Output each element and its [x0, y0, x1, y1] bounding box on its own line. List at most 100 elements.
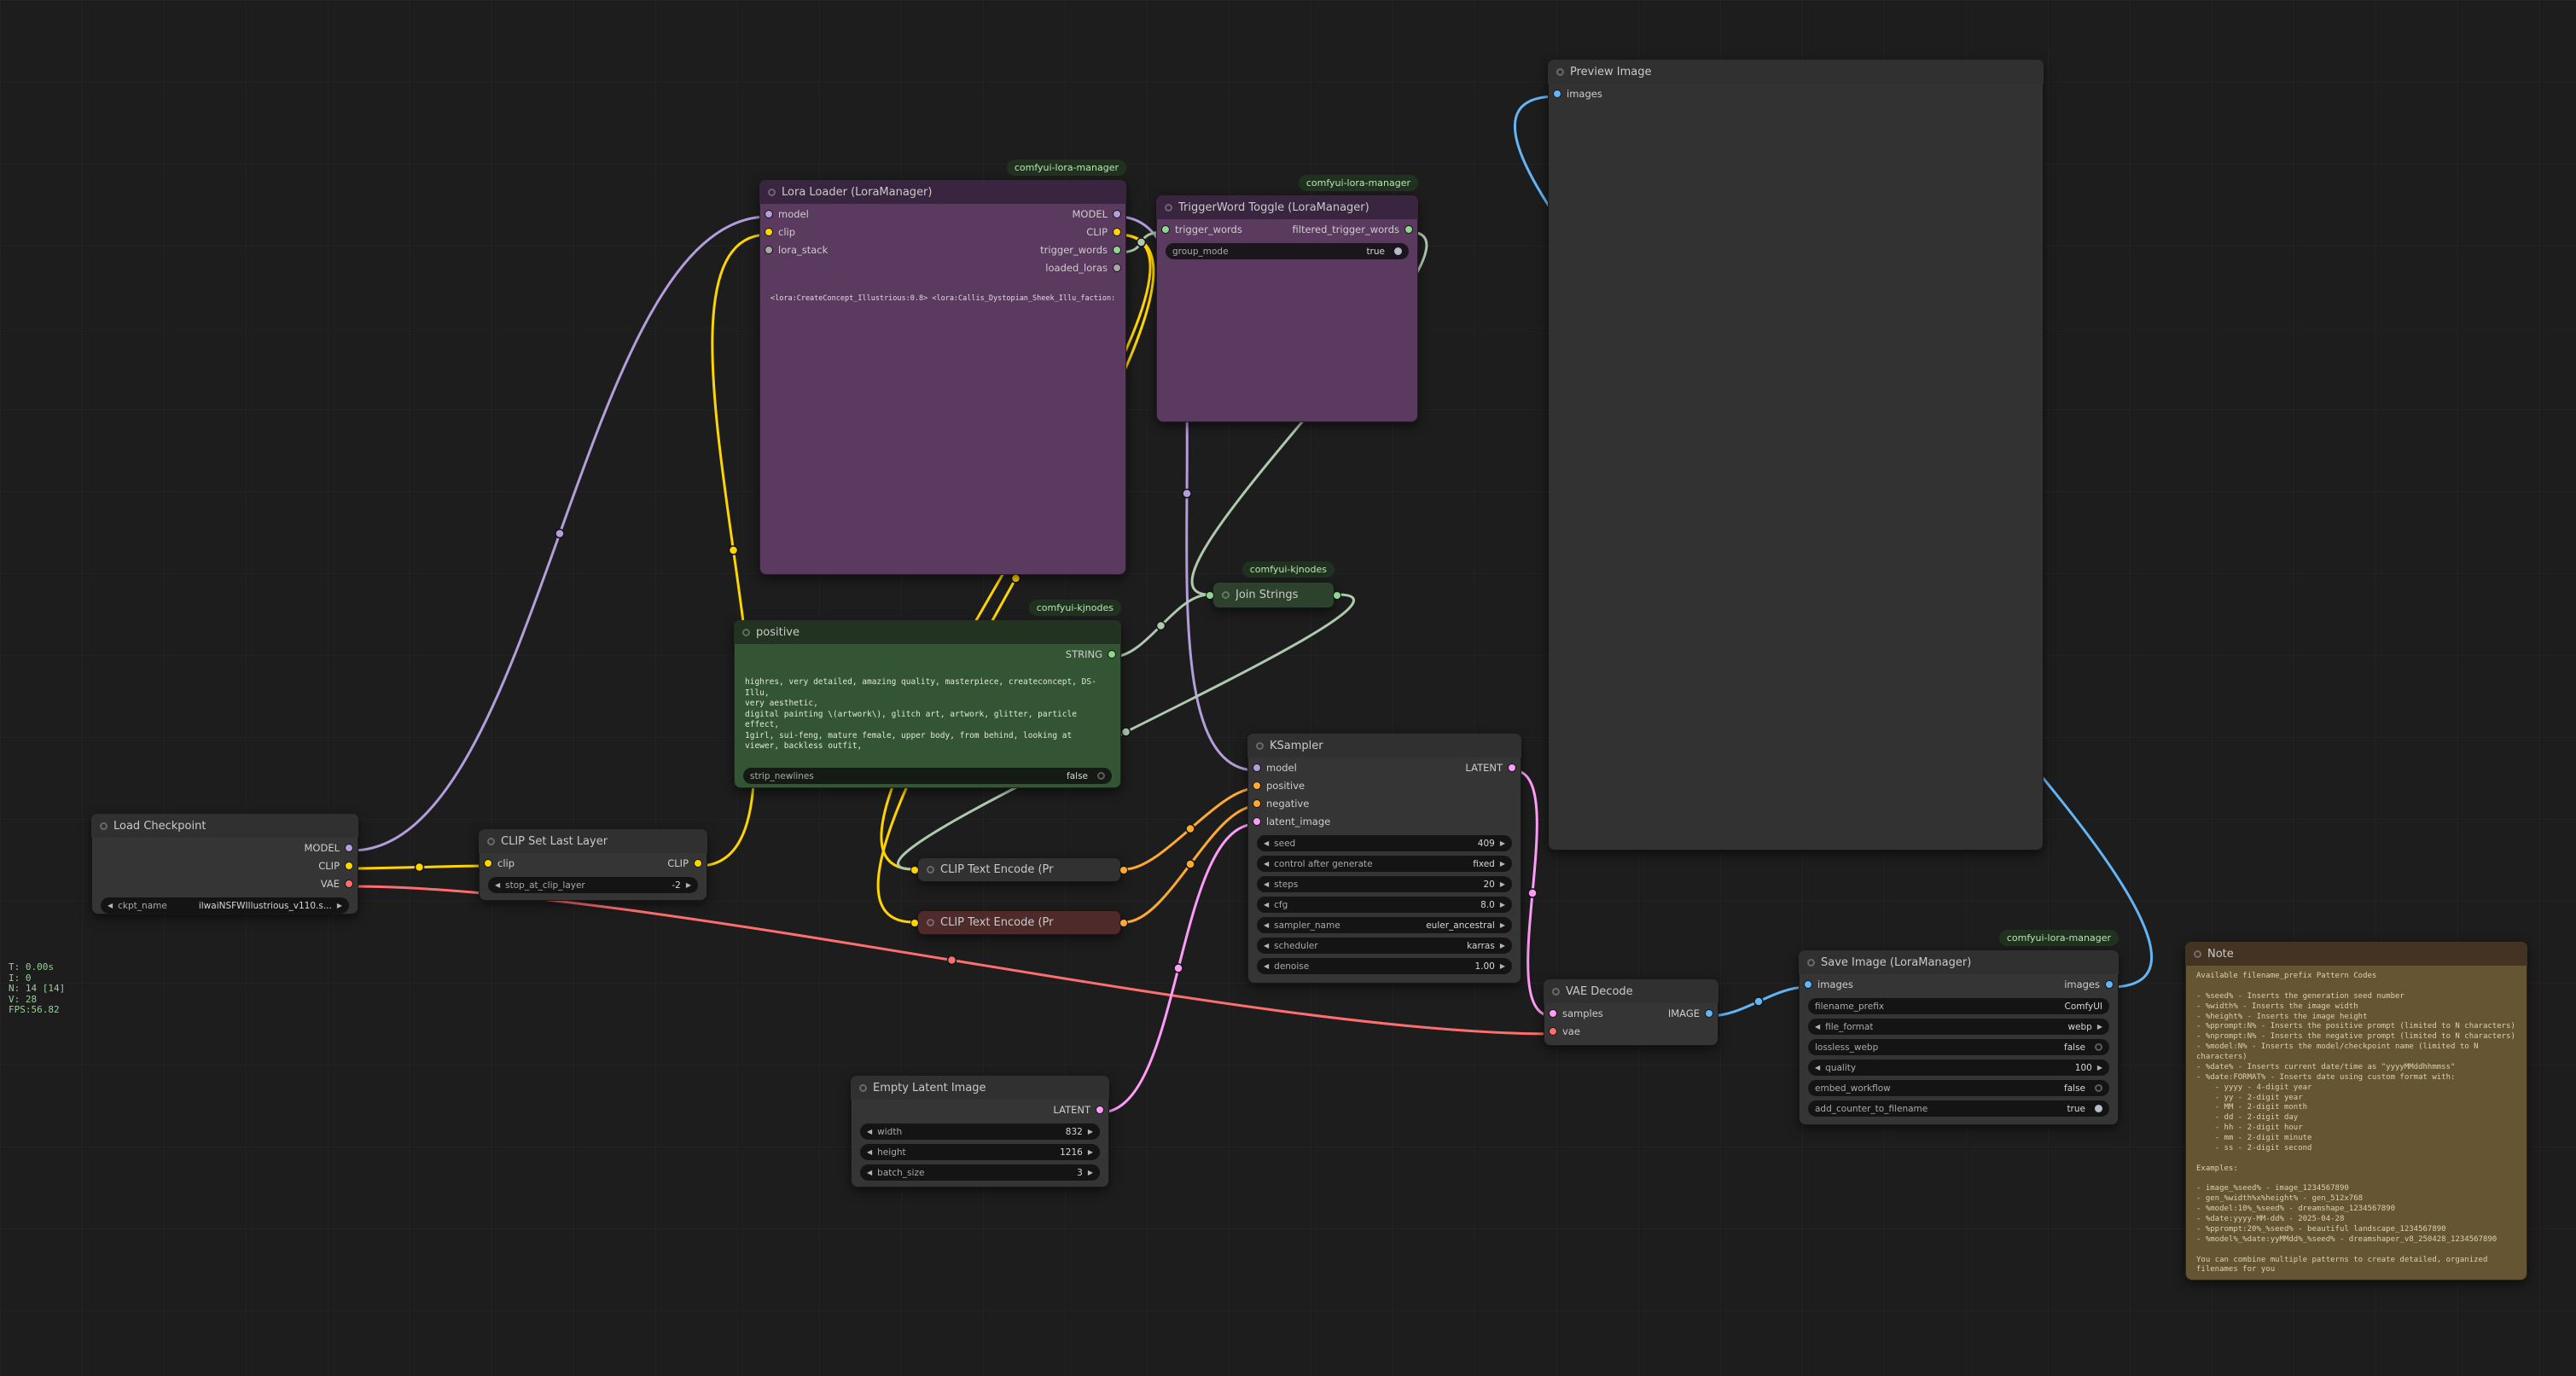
input-dot[interactable] — [765, 227, 773, 236]
node-title-bar[interactable]: Save Image (LoraManager) — [1799, 950, 2119, 974]
output-dot[interactable] — [694, 858, 702, 868]
increment-arrow-icon[interactable]: ▶ — [1499, 839, 1505, 847]
toggle-dot-icon[interactable] — [2095, 1105, 2102, 1112]
output-slot-vae[interactable]: VAE — [321, 874, 353, 892]
output-dot[interactable] — [1404, 224, 1413, 234]
node-title-bar[interactable]: Preview Image — [1548, 60, 2044, 84]
decrement-arrow-icon[interactable]: ◀ — [1264, 880, 1270, 888]
node-text[interactable]: Available filename_prefix Pattern Codes … — [2196, 972, 2515, 1274]
toggle-dot-icon[interactable] — [2095, 1043, 2102, 1051]
input-slot-model[interactable]: model — [1253, 758, 1297, 776]
toggle-dot-icon[interactable] — [1097, 772, 1105, 780]
collapse-dot-icon[interactable] — [1165, 203, 1172, 212]
node-title-bar[interactable]: KSampler — [1247, 734, 1521, 758]
collapsed-title-bar[interactable]: CLIP Text Encode (Pr — [918, 858, 1120, 881]
output-slot-model[interactable]: MODEL — [1072, 205, 1121, 223]
collapse-dot-icon[interactable] — [100, 822, 108, 830]
input-dot[interactable] — [1549, 1008, 1557, 1018]
input-dot[interactable] — [1161, 224, 1170, 234]
output-slot-image[interactable]: IMAGE — [1668, 1004, 1713, 1022]
node-title-bar[interactable]: CLIP Set Last Layer — [479, 829, 707, 853]
node-title-bar[interactable]: VAE Decode — [1544, 979, 1718, 1003]
input-dot[interactable] — [1253, 798, 1261, 808]
collapse-dot-icon[interactable] — [1552, 987, 1560, 996]
output-slot-clip[interactable]: CLIP — [1086, 223, 1121, 241]
decrement-arrow-icon[interactable]: ◀ — [495, 880, 501, 889]
node-triggerword-toggle[interactable]: TriggerWord Toggle (LoraManager)trigger_… — [1156, 195, 1418, 422]
toggle-dot-icon[interactable] — [1394, 247, 1402, 255]
output-dot[interactable] — [1705, 1008, 1713, 1018]
increment-arrow-icon[interactable]: ▶ — [1499, 941, 1505, 949]
increment-arrow-icon[interactable]: ▶ — [1087, 1127, 1093, 1135]
input-dot[interactable] — [1804, 979, 1812, 989]
increment-arrow-icon[interactable]: ▶ — [1499, 900, 1505, 909]
node-title-bar[interactable]: positive — [734, 620, 1121, 644]
collapse-dot-icon[interactable] — [2194, 949, 2201, 958]
decrement-arrow-icon[interactable]: ◀ — [1264, 900, 1270, 909]
collapse-dot-icon[interactable] — [768, 188, 776, 196]
collapse-dot-icon[interactable] — [1222, 591, 1230, 599]
output-dot[interactable] — [345, 843, 353, 852]
increment-arrow-icon[interactable]: ▶ — [1499, 961, 1505, 970]
collapsed-input-dot[interactable] — [910, 865, 919, 874]
output-slot-loaded-loras[interactable]: loaded_loras — [1045, 258, 1121, 276]
output-slot-latent[interactable]: LATENT — [1053, 1100, 1104, 1118]
increment-arrow-icon[interactable]: ▶ — [2096, 1063, 2102, 1071]
input-slot-positive[interactable]: positive — [1253, 776, 1305, 794]
decrement-arrow-icon[interactable]: ◀ — [1815, 1063, 1821, 1071]
output-slot-trigger-words[interactable]: trigger_words — [1040, 241, 1121, 258]
output-dot[interactable] — [345, 861, 353, 870]
increment-arrow-icon[interactable]: ▶ — [1499, 859, 1505, 868]
input-slot-vae[interactable]: vae — [1549, 1022, 1580, 1040]
input-dot[interactable] — [765, 245, 773, 254]
collapse-dot-icon[interactable] — [742, 628, 750, 636]
node-title-bar[interactable]: Empty Latent Image — [851, 1076, 1109, 1100]
collapsed-title-bar[interactable]: Join Strings — [1213, 583, 1334, 607]
input-slot-trigger-words[interactable]: trigger_words — [1161, 220, 1242, 238]
output-slot-clip[interactable]: CLIP — [318, 856, 353, 874]
decrement-arrow-icon[interactable]: ◀ — [867, 1168, 873, 1176]
input-dot[interactable] — [1553, 89, 1561, 98]
output-slot-images[interactable]: images — [2064, 975, 2114, 993]
node-text[interactable]: <lora:CreateConcept_Illustrious:0.8> <lo… — [770, 294, 1115, 303]
input-dot[interactable] — [1549, 1026, 1557, 1036]
toggle-dot-icon[interactable] — [2095, 1084, 2102, 1092]
output-slot-model[interactable]: MODEL — [304, 839, 353, 856]
output-dot[interactable] — [1108, 649, 1116, 659]
output-slot-filtered-trigger-words[interactable]: filtered_trigger_words — [1293, 220, 1413, 238]
node-title-bar[interactable]: Note — [2185, 942, 2527, 966]
node-clip-text-encode-negative[interactable]: CLIP Text Encode (Pr — [910, 910, 1128, 935]
input-slot-samples[interactable]: samples — [1549, 1004, 1603, 1022]
collapsed-output-dot[interactable] — [1119, 918, 1128, 927]
output-dot[interactable] — [1113, 227, 1121, 236]
node-title-bar[interactable]: Load Checkpoint — [91, 814, 358, 838]
collapse-dot-icon[interactable] — [927, 866, 934, 874]
increment-arrow-icon[interactable]: ▶ — [1499, 920, 1505, 929]
decrement-arrow-icon[interactable]: ◀ — [867, 1127, 873, 1135]
input-dot[interactable] — [1253, 816, 1261, 826]
decrement-arrow-icon[interactable]: ◀ — [1815, 1022, 1821, 1031]
input-dot[interactable] — [1253, 781, 1261, 790]
input-slot-images[interactable]: images — [1553, 84, 1602, 102]
increment-arrow-icon[interactable]: ▶ — [1087, 1168, 1093, 1176]
